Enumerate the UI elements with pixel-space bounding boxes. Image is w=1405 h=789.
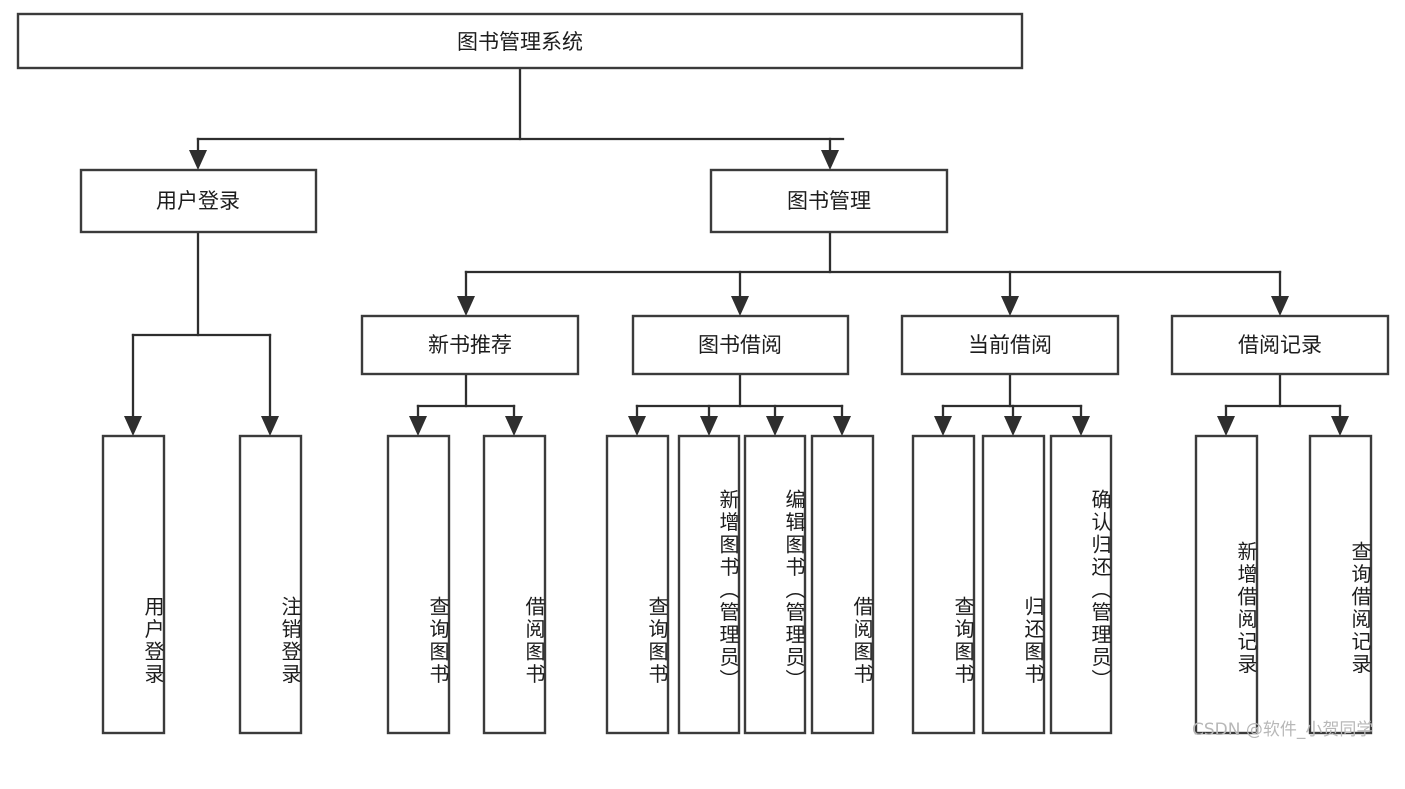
node-book-mgmt-box[interactable] [709,168,949,234]
node-leaf-user-logout-label: 注销登录 [278,595,302,686]
arrow-to-new-book-rec [457,296,475,316]
node-current-borrow-box[interactable] [900,314,1120,376]
arrow-root-to-book-mgmt [821,150,839,170]
arrow-to-leaf-user-login [124,416,142,436]
node-leaf-add-book-label: 新增图书（管理员） [716,489,740,692]
node-leaf-user-login-label: 用户登录 [141,595,165,686]
node-leaf-user-logout-box[interactable] [238,434,303,735]
node-leaf-edit-book-label: 编辑图书（管理员） [782,489,806,692]
leaf-boxes [101,434,1373,735]
arrow-to-book-borrow [731,296,749,316]
node-leaf-borrow-book-bor-label: 借阅图书 [850,595,874,686]
node-book-mgmt[interactable]: 图书管理 [709,168,949,234]
arrow-to-leaf-query-book-bor [628,416,646,436]
diagram-canvas: 图书管理系统 用户登录 图书管理 新书推荐 图书借阅 当前借阅 借阅记录 [16,12,1390,740]
connector-group-book-mgmt [457,230,1289,316]
node-leaf-query-book-cur-label: 查询图书 [951,595,975,686]
node-leaf-query-record-label: 查询借阅记录 [1348,541,1372,676]
node-borrow-record-box[interactable] [1170,314,1390,376]
node-leaf-add-book-box[interactable] [677,434,741,735]
node-leaf-user-login-box[interactable] [101,434,166,735]
node-root-box[interactable] [16,12,1024,70]
node-new-book-rec-label: 新书推荐 [428,333,512,357]
node-leaf-borrow-book-rec-box[interactable] [482,434,547,735]
arrow-to-leaf-borrow-book-bor [833,416,851,436]
node-leaf-query-book-cur-box[interactable] [911,434,976,735]
arrow-to-leaf-query-book-rec [409,416,427,436]
arrow-to-leaf-edit-book [766,416,784,436]
connector-group-current-borrow [934,372,1090,436]
node-leaf-query-book-bor-label: 查询图书 [645,595,669,686]
node-book-mgmt-label: 图书管理 [787,189,871,213]
node-leaf-borrow-book-rec-label: 借阅图书 [522,595,546,686]
connector-group-root [189,66,845,170]
node-borrow-record-label: 借阅记录 [1238,333,1322,357]
arrow-to-leaf-add-book [700,416,718,436]
csdn-watermark: CSDN @软件_小贺同学 [1192,720,1374,740]
connector-group-book-borrow [628,372,851,436]
arrow-to-current-borrow [1001,296,1019,316]
connector-group-borrow-record [1217,372,1349,436]
node-new-book-rec-box[interactable] [360,314,580,376]
node-leaf-confirm-return-box[interactable] [1049,434,1113,735]
node-user-login-label: 用户登录 [156,189,240,213]
arrow-to-leaf-borrow-book-rec [505,416,523,436]
arrow-to-leaf-user-logout [261,416,279,436]
node-root[interactable]: 图书管理系统 [16,12,1024,70]
arrow-to-leaf-query-record [1331,416,1349,436]
node-leaf-query-book-rec-box[interactable] [386,434,451,735]
arrow-to-borrow-record [1271,296,1289,316]
node-book-borrow-label: 图书借阅 [698,333,782,357]
node-leaf-add-record-label: 新增借阅记录 [1234,541,1258,676]
tree-diagram-svg: 图书管理系统 用户登录 图书管理 新书推荐 图书借阅 当前借阅 借阅记录 [16,12,1390,735]
node-leaf-return-book-box[interactable] [981,434,1046,735]
node-leaf-query-record-box[interactable] [1308,434,1373,735]
arrow-to-leaf-return-book [1004,416,1022,436]
node-current-borrow-label: 当前借阅 [968,333,1052,357]
node-leaf-borrow-book-bor-box[interactable] [810,434,875,735]
node-leaf-add-record-box[interactable] [1194,434,1259,735]
node-user-login-box[interactable] [79,168,318,234]
connector-group-user-login [124,230,279,436]
node-new-book-rec[interactable]: 新书推荐 [360,314,580,376]
node-leaf-confirm-return-label: 确认归还（管理员） [1088,489,1112,692]
node-leaf-query-book-rec-label: 查询图书 [426,595,450,686]
connector-group-new-book-rec [409,372,523,436]
node-leaf-edit-book-box[interactable] [743,434,807,735]
node-book-borrow-box[interactable] [631,314,850,376]
node-root-label: 图书管理系统 [457,30,583,54]
node-current-borrow[interactable]: 当前借阅 [900,314,1120,376]
node-leaf-return-book-label: 归还图书 [1021,595,1045,686]
node-leaf-query-book-bor-box[interactable] [605,434,670,735]
node-borrow-record[interactable]: 借阅记录 [1170,314,1390,376]
arrow-to-leaf-query-book-cur [934,416,952,436]
arrow-to-leaf-add-record [1217,416,1235,436]
node-book-borrow[interactable]: 图书借阅 [631,314,850,376]
arrow-root-to-user-login [189,150,207,170]
arrow-to-leaf-confirm-return [1072,416,1090,436]
node-user-login[interactable]: 用户登录 [79,168,318,234]
